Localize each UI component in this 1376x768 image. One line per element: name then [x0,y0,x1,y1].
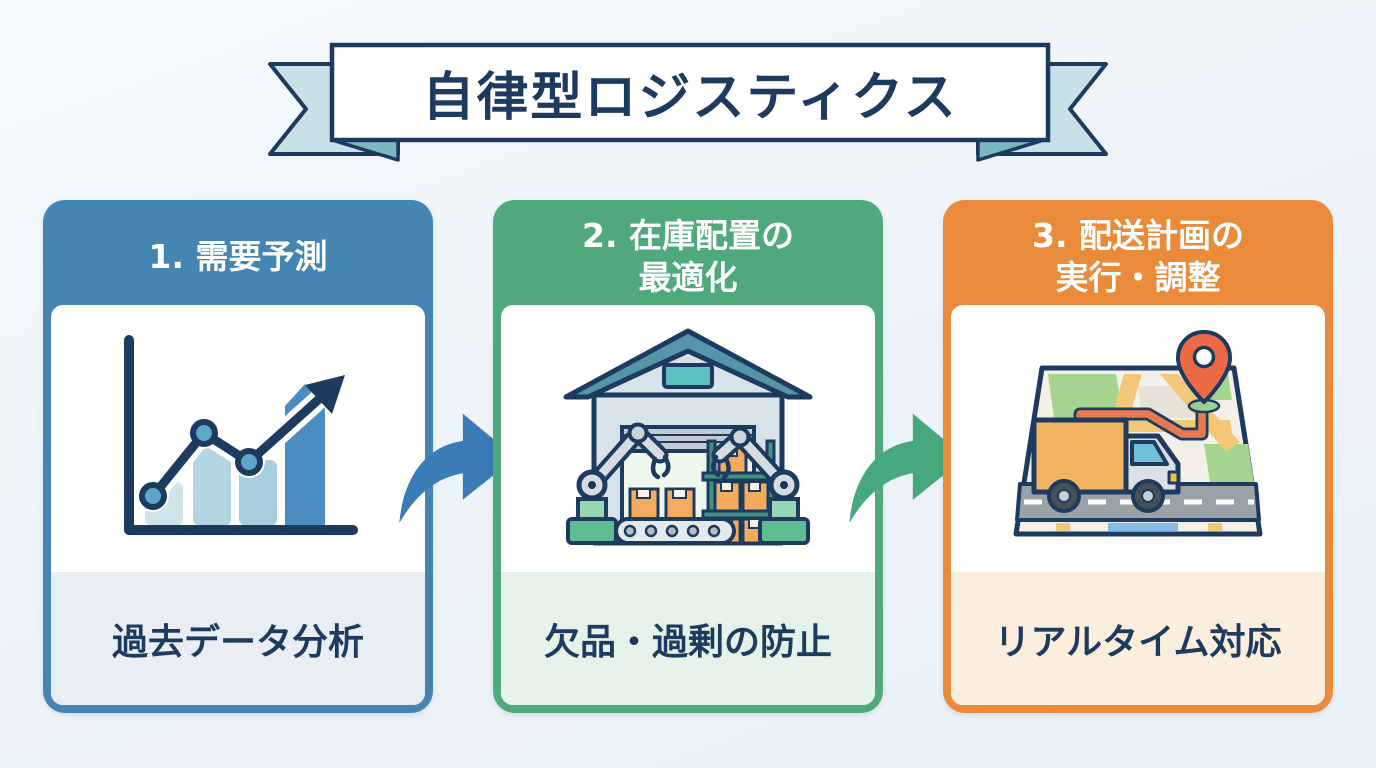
step3-header: 3. 配送計画の 実行・調整 [1032,216,1244,297]
step3-panel: リアルタイム対応 [951,305,1325,705]
map-route-truck-icon [1013,330,1263,537]
robot-arm-left-icon [566,422,671,545]
step1-icon-area [51,305,425,572]
step-card-delivery-plan: 3. 配送計画の 実行・調整 [943,200,1333,713]
step1-caption: 過去データ分析 [51,572,425,705]
curved-arrow-right-icon [399,413,516,524]
step3-icon-area [951,305,1325,572]
title-ribbon: 自律型ロジスティクス [258,36,1118,176]
warehouse-robots-icon [563,328,813,545]
curved-arrow-right-icon [849,413,966,524]
ribbon-banner-icon [268,42,1108,162]
step1-header: 1. 需要予測 [148,236,328,276]
trend-chart-icon [124,334,358,535]
step2-header: 2. 在庫配置の 最適化 [582,216,794,297]
robot-arm-right-icon [711,426,810,545]
page-title: 自律型ロジスティクス [422,68,958,128]
step2-caption: 欠品・過剰の防止 [501,572,875,705]
location-pin-icon [1176,330,1232,404]
step1-panel: 過去データ分析 [51,305,425,705]
step2-panel: 欠品・過剰の防止 [501,305,875,705]
step3-caption: リアルタイム対応 [951,572,1325,705]
step2-icon-area [501,305,875,572]
step-card-demand-forecast: 1. 需要予測 [43,200,433,713]
delivery-truck-icon [1031,417,1181,513]
step-card-inventory-optimization: 2. 在庫配置の 最適化 [493,200,883,713]
